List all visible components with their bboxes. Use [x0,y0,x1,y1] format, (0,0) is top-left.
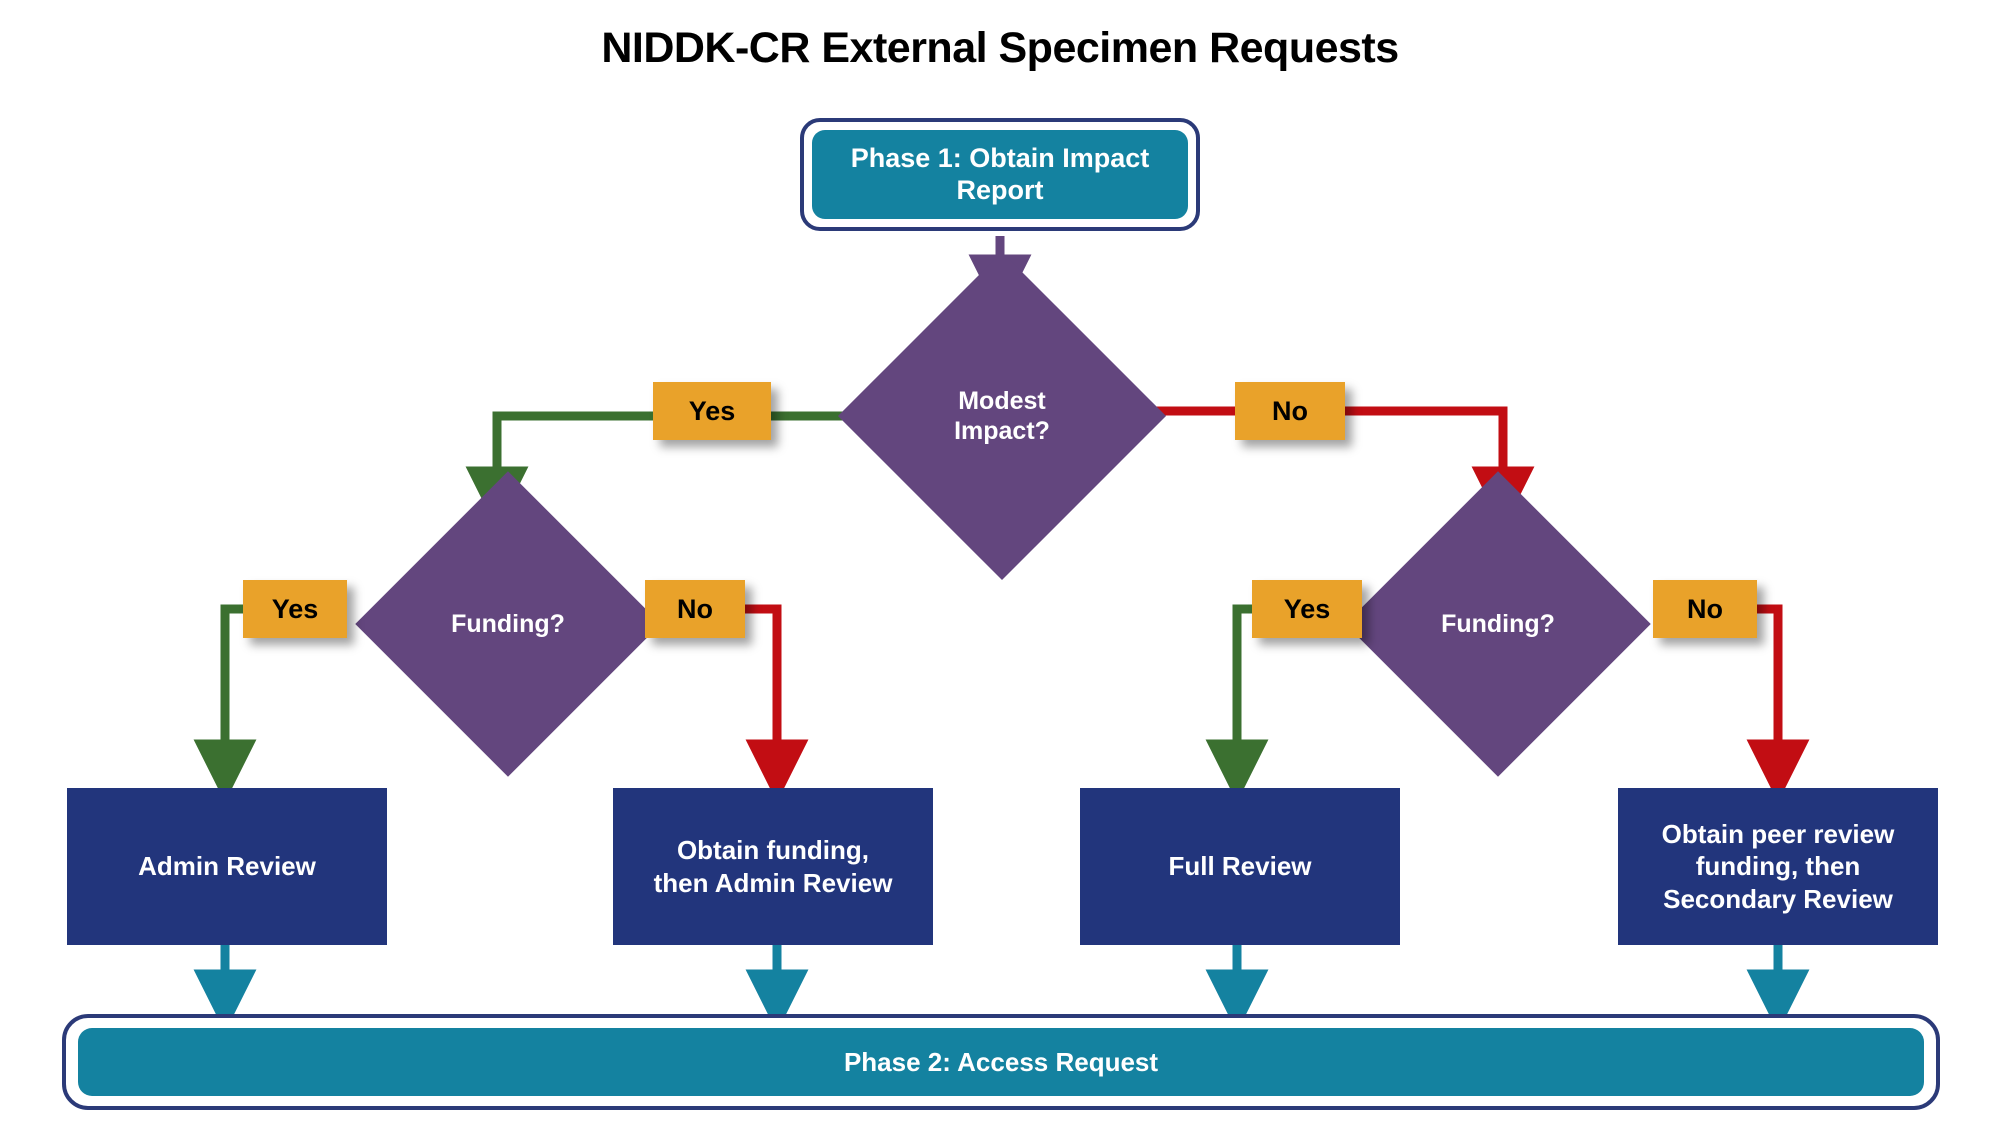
phase-1-label: Phase 1: Obtain Impact Report [812,130,1188,219]
edge-label-no-funding-right: No [1653,580,1757,638]
edge-funding-right-no [1746,604,1810,803]
edge-label-yes-modest-impact: Yes [653,382,771,440]
edge-funding-left-no [745,604,809,803]
decision-funding-left[interactable]: Funding? [355,471,661,777]
edge-label-no-funding-left: No [645,580,745,638]
phase-2-label: Phase 2: Access Request [78,1028,1924,1096]
phase-1-node[interactable]: Phase 1: Obtain Impact Report [800,118,1200,231]
outcome-full-review[interactable]: Full Review [1080,788,1400,945]
outcome-funding-then-admin[interactable]: Obtain funding, then Admin Review [613,788,933,945]
edge-label-yes-funding-right: Yes [1252,580,1362,638]
phase-2-node[interactable]: Phase 2: Access Request [62,1014,1940,1110]
edge-label-no-modest-impact: No [1235,382,1345,440]
edge-funding-right-yes [1205,604,1269,803]
decision-funding-right-label: Funding? [1441,610,1555,638]
decision-funding-right[interactable]: Funding? [1345,471,1651,777]
decision-modest-impact-label: Modest Impact? [954,387,1050,445]
page-title: NIDDK-CR External Specimen Requests [601,24,1399,72]
outcome-peer-review-funding[interactable]: Obtain peer review funding, then Seconda… [1618,788,1938,945]
decision-modest-impact[interactable]: Modest Impact? [837,251,1167,581]
outcome-admin-review[interactable]: Admin Review [67,788,387,945]
decision-funding-left-label: Funding? [451,610,565,638]
edge-label-yes-funding-left: Yes [243,580,347,638]
edge-funding-left-yes [193,604,257,803]
